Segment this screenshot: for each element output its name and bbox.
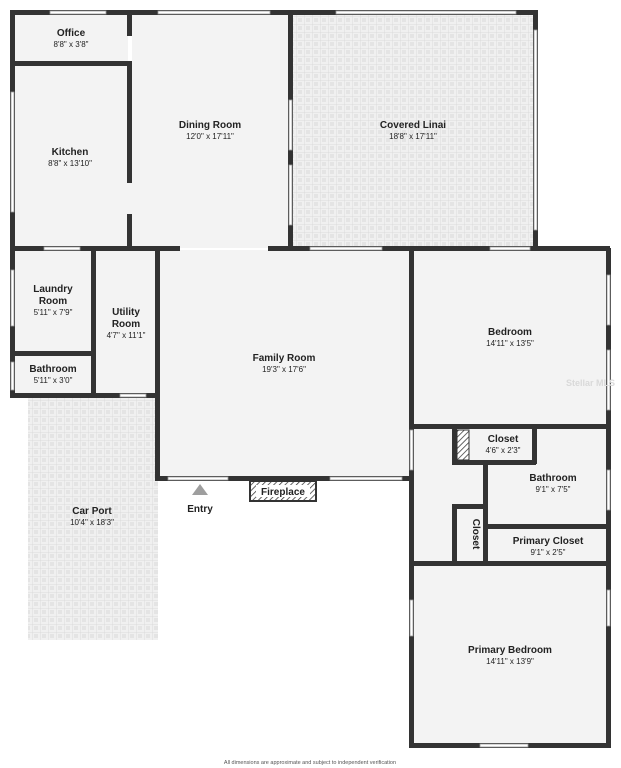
closet-dims: 4'6" x 2'3" [486, 446, 521, 455]
utility-floor [94, 250, 156, 396]
bedroom-dims: 14'11" x 13'5" [486, 339, 534, 348]
bedroom-name: Bedroom [488, 327, 532, 338]
fireplace-label-bg [256, 485, 310, 497]
carport-dims: 10'4" x 18'3" [70, 518, 114, 527]
dining-floor [132, 14, 290, 248]
bath-small-floor [14, 356, 92, 396]
closet-vertical-name: Closet [470, 519, 481, 550]
primary-closet-name: Primary Closet [513, 536, 584, 547]
linai-dims: 18'8" x 17'11" [389, 132, 437, 141]
linai-name: Covered Linai [380, 120, 446, 131]
family-name: Family Room [253, 353, 316, 364]
office-name: Office [57, 28, 86, 39]
bathroom-floor [486, 428, 608, 526]
hall-floor [412, 428, 484, 562]
kitchen-floor [14, 64, 132, 248]
utility-name-2: Room [112, 319, 140, 330]
windows [10, 10, 611, 748]
primary-closet-floor [486, 528, 608, 562]
kitchen-name: Kitchen [52, 147, 89, 158]
primary-bedroom-dims: 14'11" x 13'9" [486, 657, 534, 666]
floors [14, 14, 608, 746]
utility-name-1: Utility [112, 307, 140, 318]
laundry-name-2: Room [39, 296, 67, 307]
utility-dims: 4'7" x 11'1" [107, 331, 146, 340]
family-floor [158, 250, 410, 478]
carport-floor [28, 398, 158, 640]
dining-name: Dining Room [179, 120, 241, 131]
bathroom-name: Bathroom [529, 473, 576, 484]
primary-closet-dims: 9'1" x 2'5" [531, 548, 566, 557]
laundry-floor [14, 250, 92, 352]
bath-small-name: Bathroom [29, 364, 76, 375]
entry-label: Entry [187, 504, 213, 515]
office-dims: 8'8" x 3'8" [54, 40, 89, 49]
laundry-name-1: Laundry [33, 284, 73, 295]
linai-floor [292, 14, 536, 248]
fireplace-label: Fireplace [261, 487, 305, 498]
bath-small-dims: 5'11" x 3'0" [34, 376, 73, 385]
watermark: Stellar MLS [566, 378, 615, 388]
disclaimer-note: All dimensions are approximate and subje… [224, 760, 396, 766]
entry-door [167, 476, 229, 481]
entry-arrow-icon [192, 484, 208, 495]
closet-name: Closet [488, 434, 519, 445]
laundry-dims: 5'11" x 7'9" [34, 308, 73, 317]
bathroom-dims: 9'1" x 7'5" [536, 485, 571, 494]
primary-bedroom-name: Primary Bedroom [468, 645, 552, 656]
family-dims: 19'3" x 17'6" [262, 365, 306, 374]
carport-name: Car Port [72, 506, 112, 517]
closet-fixture [456, 429, 470, 461]
kitchen-dims: 8'8" x 13'10" [48, 159, 92, 168]
primary-bedroom-floor [412, 564, 608, 746]
office-floor [14, 14, 128, 64]
dining-dims: 12'0" x 17'11" [186, 132, 234, 141]
bedroom-floor [412, 250, 608, 426]
